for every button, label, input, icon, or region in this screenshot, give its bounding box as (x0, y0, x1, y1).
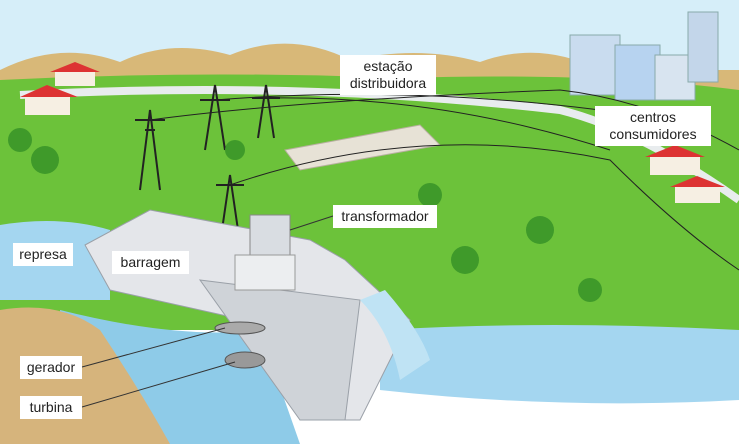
transformer-unit (249, 214, 291, 256)
label-centros-consumidores: centros consumidores (595, 106, 711, 146)
generator (214, 321, 266, 335)
houses (20, 62, 725, 203)
buildings (569, 11, 719, 101)
label-barragem: barragem (112, 251, 189, 274)
trees (8, 128, 602, 302)
lower-channel (60, 310, 300, 444)
label-estacao-distribuidora: estação distribuidora (340, 55, 436, 95)
label-transformador: transformador (333, 205, 437, 228)
turbine (224, 351, 266, 369)
label-gerador: gerador (20, 356, 82, 379)
pointer-lines (81, 215, 334, 408)
power-lines (149, 89, 739, 271)
label-turbina: turbina (20, 396, 82, 419)
spillway-water (360, 290, 430, 380)
river-water (0, 221, 739, 404)
label-represa: represa (13, 243, 73, 266)
